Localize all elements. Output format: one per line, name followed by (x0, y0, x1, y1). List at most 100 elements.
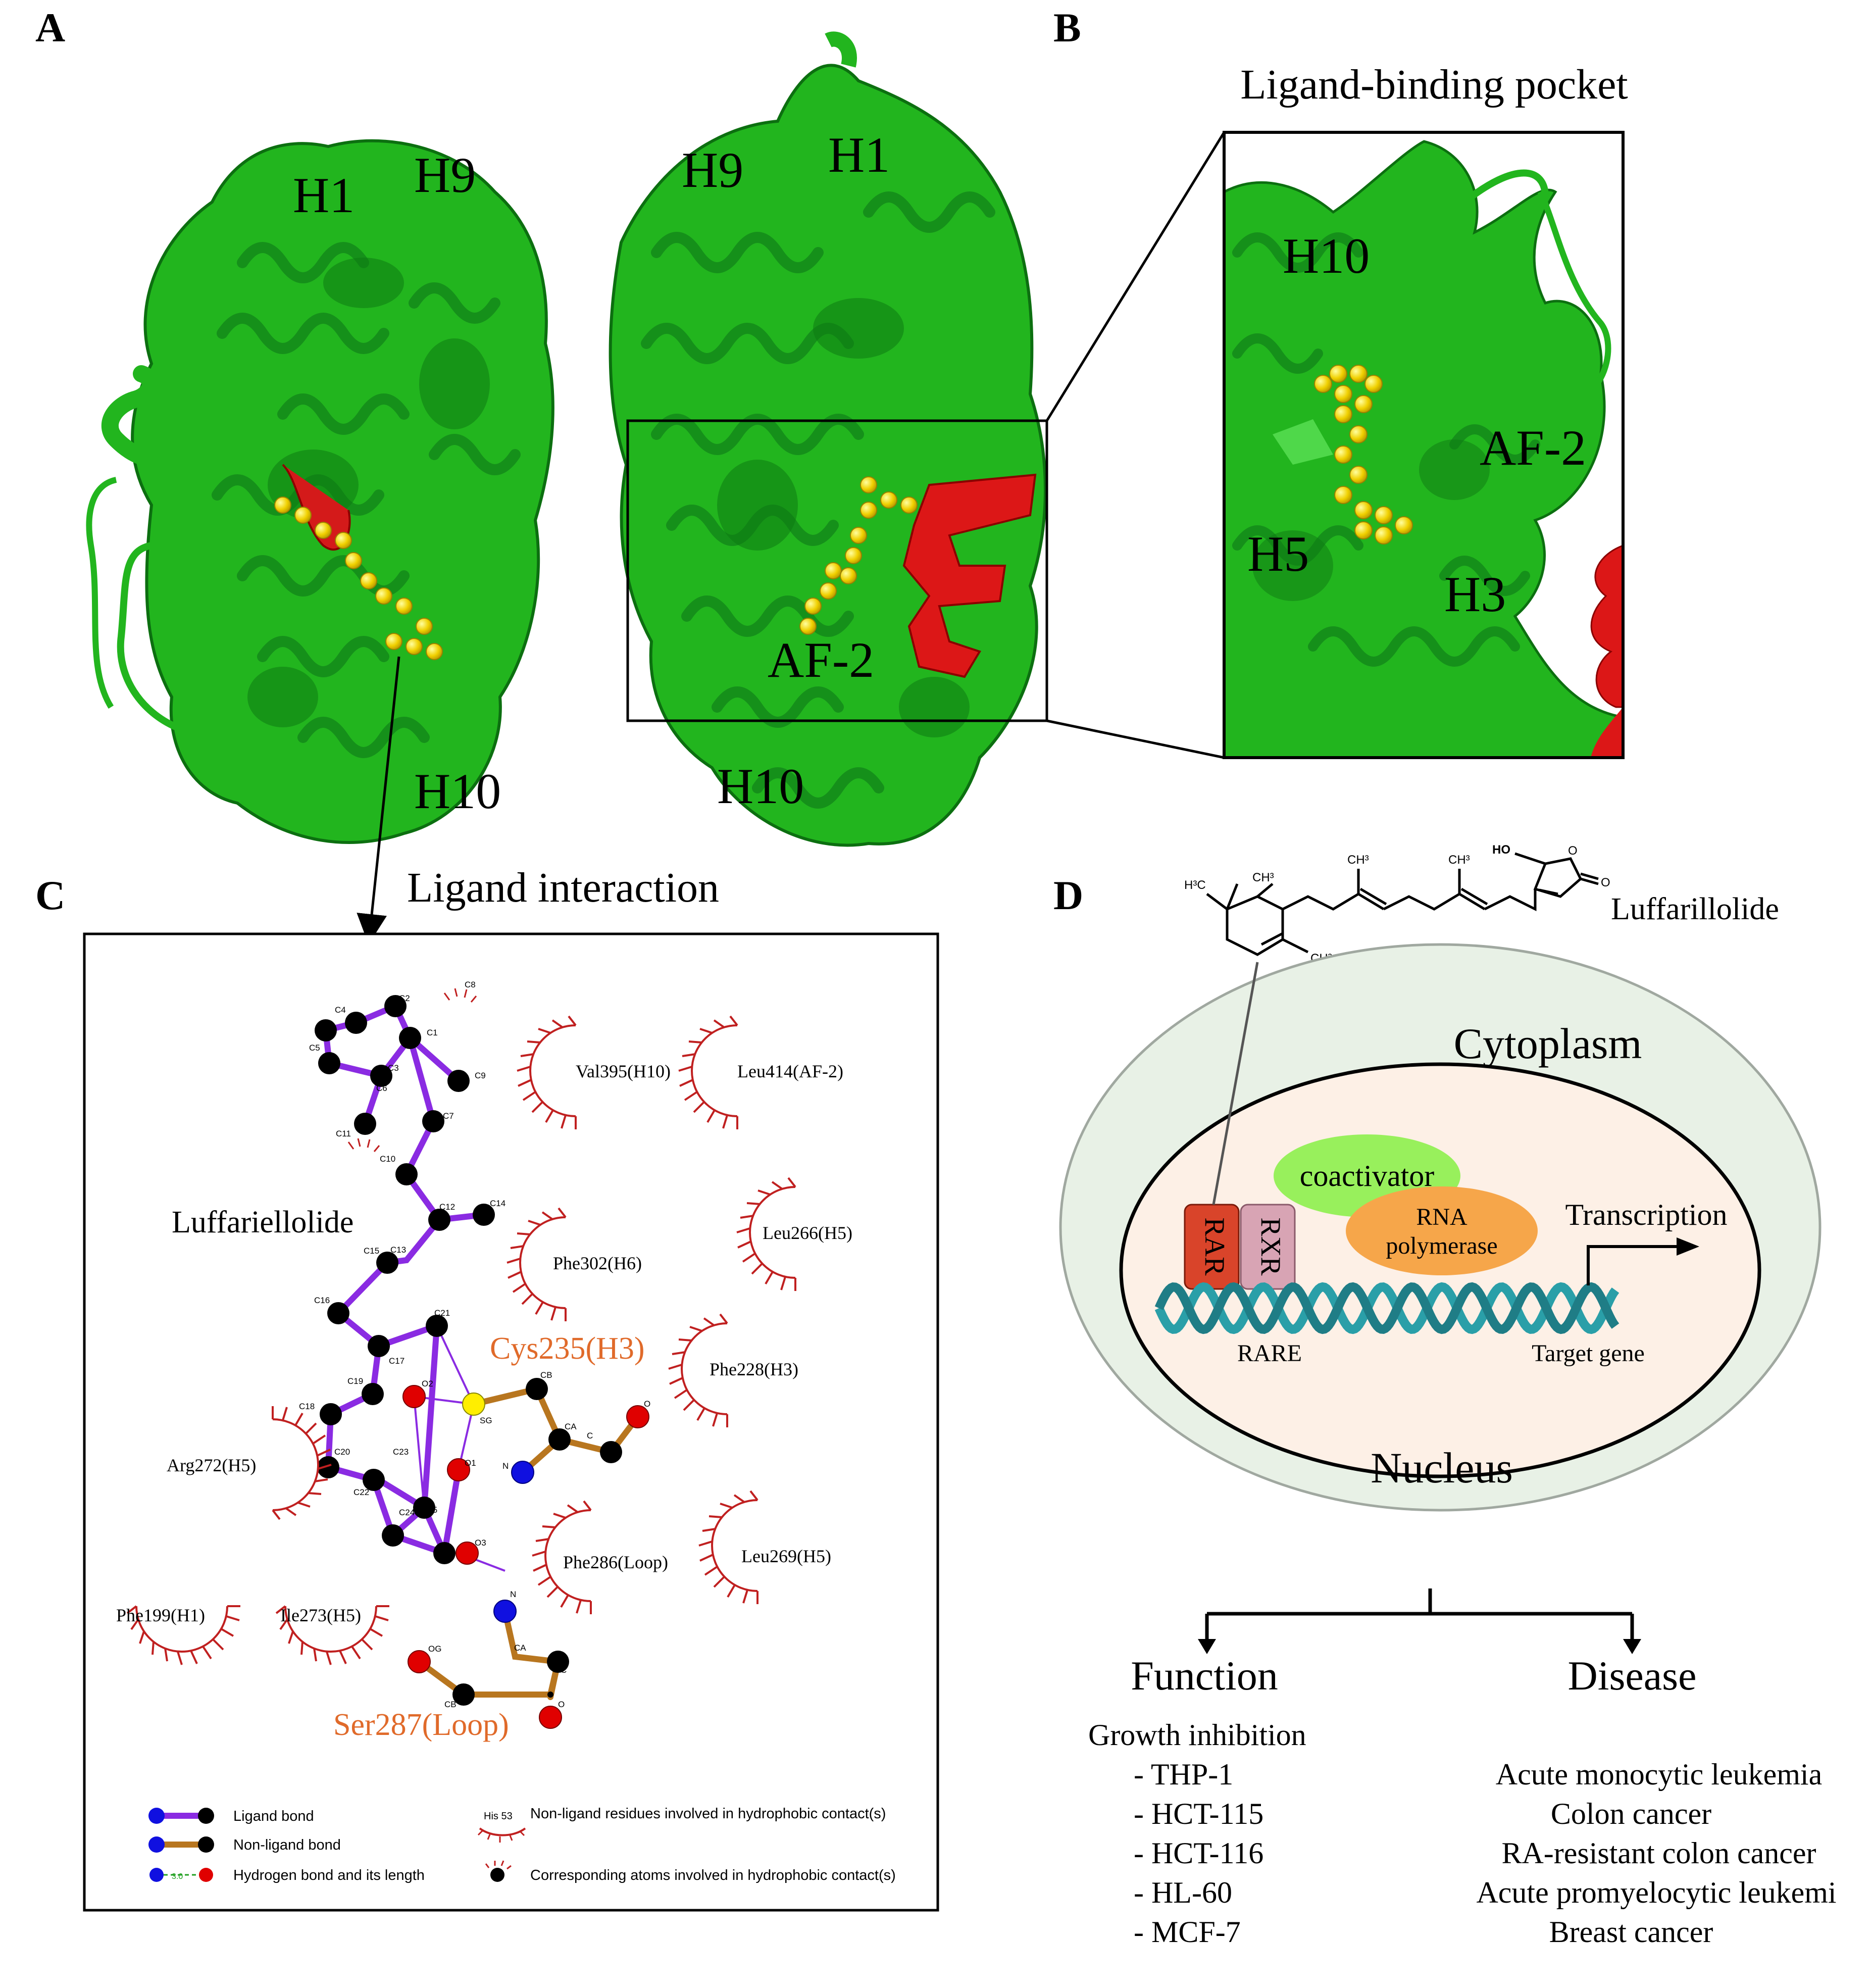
atom-o2: O2 (422, 1379, 433, 1388)
panel-a: A (35, 5, 1226, 945)
ligand-atoms (315, 995, 649, 1729)
atom-c18: C18 (299, 1402, 315, 1411)
residue-leu414: Leu414(AF-2) (737, 1061, 843, 1081)
disease-item: RA-resistant colon cancer (1501, 1836, 1816, 1870)
residue-phe228: Phe228(H3) (710, 1359, 798, 1379)
branch-lines (1205, 1588, 1634, 1642)
legend-nonligand-residues: Non-ligand residues involved in hydropho… (530, 1806, 886, 1822)
zoom-line-bottom (1046, 719, 1225, 759)
atom-labels: C2 C4 C5 C1 C3 C6 C8 C9 C7 C11 C10 C12 C… (299, 980, 650, 1709)
ligand-right (799, 476, 918, 635)
atom-c11: C11 (336, 1129, 351, 1138)
legend-ligand-bond: Ligand bond (233, 1808, 314, 1824)
label-a-right-h1: H1 (828, 127, 890, 183)
atom-cb: CB (540, 1370, 552, 1380)
key-residue-ser287: Ser287(Loop) (333, 1708, 509, 1742)
pocket-view: H10 AF-2 H5 H3 (1224, 132, 1623, 758)
disease-item: Acute promyelocytic leukemi (1476, 1876, 1836, 1909)
ligplot-legend: Ligand bond Non-ligand bond 3.0 Hydrogen… (148, 1806, 896, 1883)
atom-c21: C21 (434, 1308, 450, 1318)
label-a-left-h9: H9 (414, 147, 476, 203)
panel-c-title: Ligand interaction (407, 864, 719, 911)
disease-item: Acute monocytic leukemia (1496, 1758, 1822, 1791)
atom-contacts (347, 988, 477, 1152)
label-b-h10: H10 (1283, 228, 1370, 284)
residue-arcs (126, 1015, 796, 1665)
panel-b-title: Ligand-binding pocket (1240, 61, 1628, 108)
transcription-arrowhead (1677, 1237, 1699, 1256)
atom-c25: C25 (422, 1505, 437, 1515)
protein-right: H9 H1 AF-2 H10 (609, 31, 1047, 847)
atom-c24: C24 (399, 1508, 415, 1517)
residue-phe199: Phe199(H1) (116, 1605, 205, 1625)
zoom-line-top (1045, 131, 1226, 422)
residue-phe286: Phe286(Loop) (563, 1552, 668, 1572)
residue-arg272: Arg272(H5) (167, 1455, 256, 1475)
panel-d: D H³C CH³ CH³ CH³ CH³ (1053, 843, 1837, 1949)
function-list: - THP-1 - HCT-115 - HCT-116 - HL-60 - MC… (1134, 1758, 1263, 1949)
atom-c15: C15 (364, 1246, 379, 1256)
coactivator-label: coactivator (1300, 1159, 1435, 1192)
disease-item: Colon cancer (1551, 1797, 1711, 1830)
ligand-pocket (1314, 365, 1413, 544)
compound-name: Luffarillolide (1611, 892, 1779, 926)
atom-og: OG (428, 1644, 441, 1654)
atom-sg: SG (480, 1416, 492, 1425)
label-a-left-h10: H10 (414, 763, 501, 819)
ligand-arrow (357, 656, 400, 945)
ligplot-frame (83, 932, 939, 1912)
atom-c4: C4 (335, 1005, 346, 1015)
legend-contact-atoms: Corresponding atoms involved in hydropho… (530, 1867, 896, 1883)
chem-o-carbonyl: O (1601, 876, 1610, 889)
atom-cb2: CB (444, 1700, 457, 1709)
function-item: - HCT-116 (1134, 1836, 1263, 1870)
panel-a-letter: A (35, 5, 65, 51)
rxr-label: RXR (1255, 1217, 1286, 1276)
chem-ch3-c: CH³ (1347, 853, 1369, 867)
rare-label: RARE (1237, 1340, 1302, 1367)
atom-c13: C13 (390, 1245, 406, 1255)
atom-c17: C17 (389, 1356, 404, 1366)
disease-list: Acute monocytic leukemia Colon cancer RA… (1476, 1758, 1836, 1949)
transcription-arrow (1587, 1245, 1682, 1285)
legend-hbond-length: 3.0 (172, 1872, 183, 1881)
legend-hbond: Hydrogen bond and its length (233, 1867, 425, 1883)
atom-c7: C7 (443, 1111, 454, 1121)
zoom-box (626, 419, 1048, 722)
dna-helix (1154, 1282, 1620, 1334)
chem-ch3-d: CH³ (1448, 853, 1470, 867)
chem-ch3-a: CH³ (1252, 871, 1274, 884)
chem-labels: H³C CH³ CH³ CH³ CH³ HO O O (1184, 843, 1610, 965)
residue-phe302: Phe302(H6) (553, 1253, 642, 1273)
atom-c3: C3 (388, 1063, 399, 1073)
key-residue-cys235: Cys235(H3) (490, 1331, 645, 1366)
ligand-to-rar-line (1212, 962, 1259, 1205)
cytoplasm-label: Cytoplasm (1454, 1019, 1642, 1068)
disease-item: Breast cancer (1549, 1915, 1713, 1949)
rar-label: RAR (1199, 1217, 1230, 1276)
label-b-h3: H3 (1444, 566, 1506, 622)
atom-c6: C6 (376, 1083, 387, 1093)
atom-o3: O3 (475, 1538, 486, 1548)
arrow-function (1198, 1639, 1216, 1654)
panel-b: B Ligand-binding pocket (1053, 5, 1628, 759)
disease-title: Disease (1567, 1653, 1696, 1699)
target-gene-label: Target gene (1532, 1340, 1645, 1367)
legend-nonligand-bond: Non-ligand bond (233, 1837, 341, 1853)
chem-o-ring: O (1568, 844, 1578, 858)
function-item: - MCF-7 (1134, 1915, 1241, 1949)
atom-c14: C14 (490, 1199, 505, 1208)
atom-c: C (587, 1431, 593, 1440)
function-item: - HL-60 (1134, 1876, 1232, 1909)
chem-h3c: H³C (1184, 878, 1206, 892)
atom-ca2: CA (514, 1643, 526, 1653)
panel-d-letter: D (1053, 872, 1083, 918)
label-a-left-h1: H1 (293, 167, 355, 223)
atom-n2: N (510, 1589, 516, 1599)
atom-c2: C2 (399, 993, 410, 1003)
function-item: - HCT-115 (1134, 1797, 1263, 1830)
atom-c23: C23 (393, 1447, 409, 1457)
label-a-right-af2: AF-2 (768, 632, 874, 688)
label-b-h5: H5 (1247, 526, 1309, 582)
